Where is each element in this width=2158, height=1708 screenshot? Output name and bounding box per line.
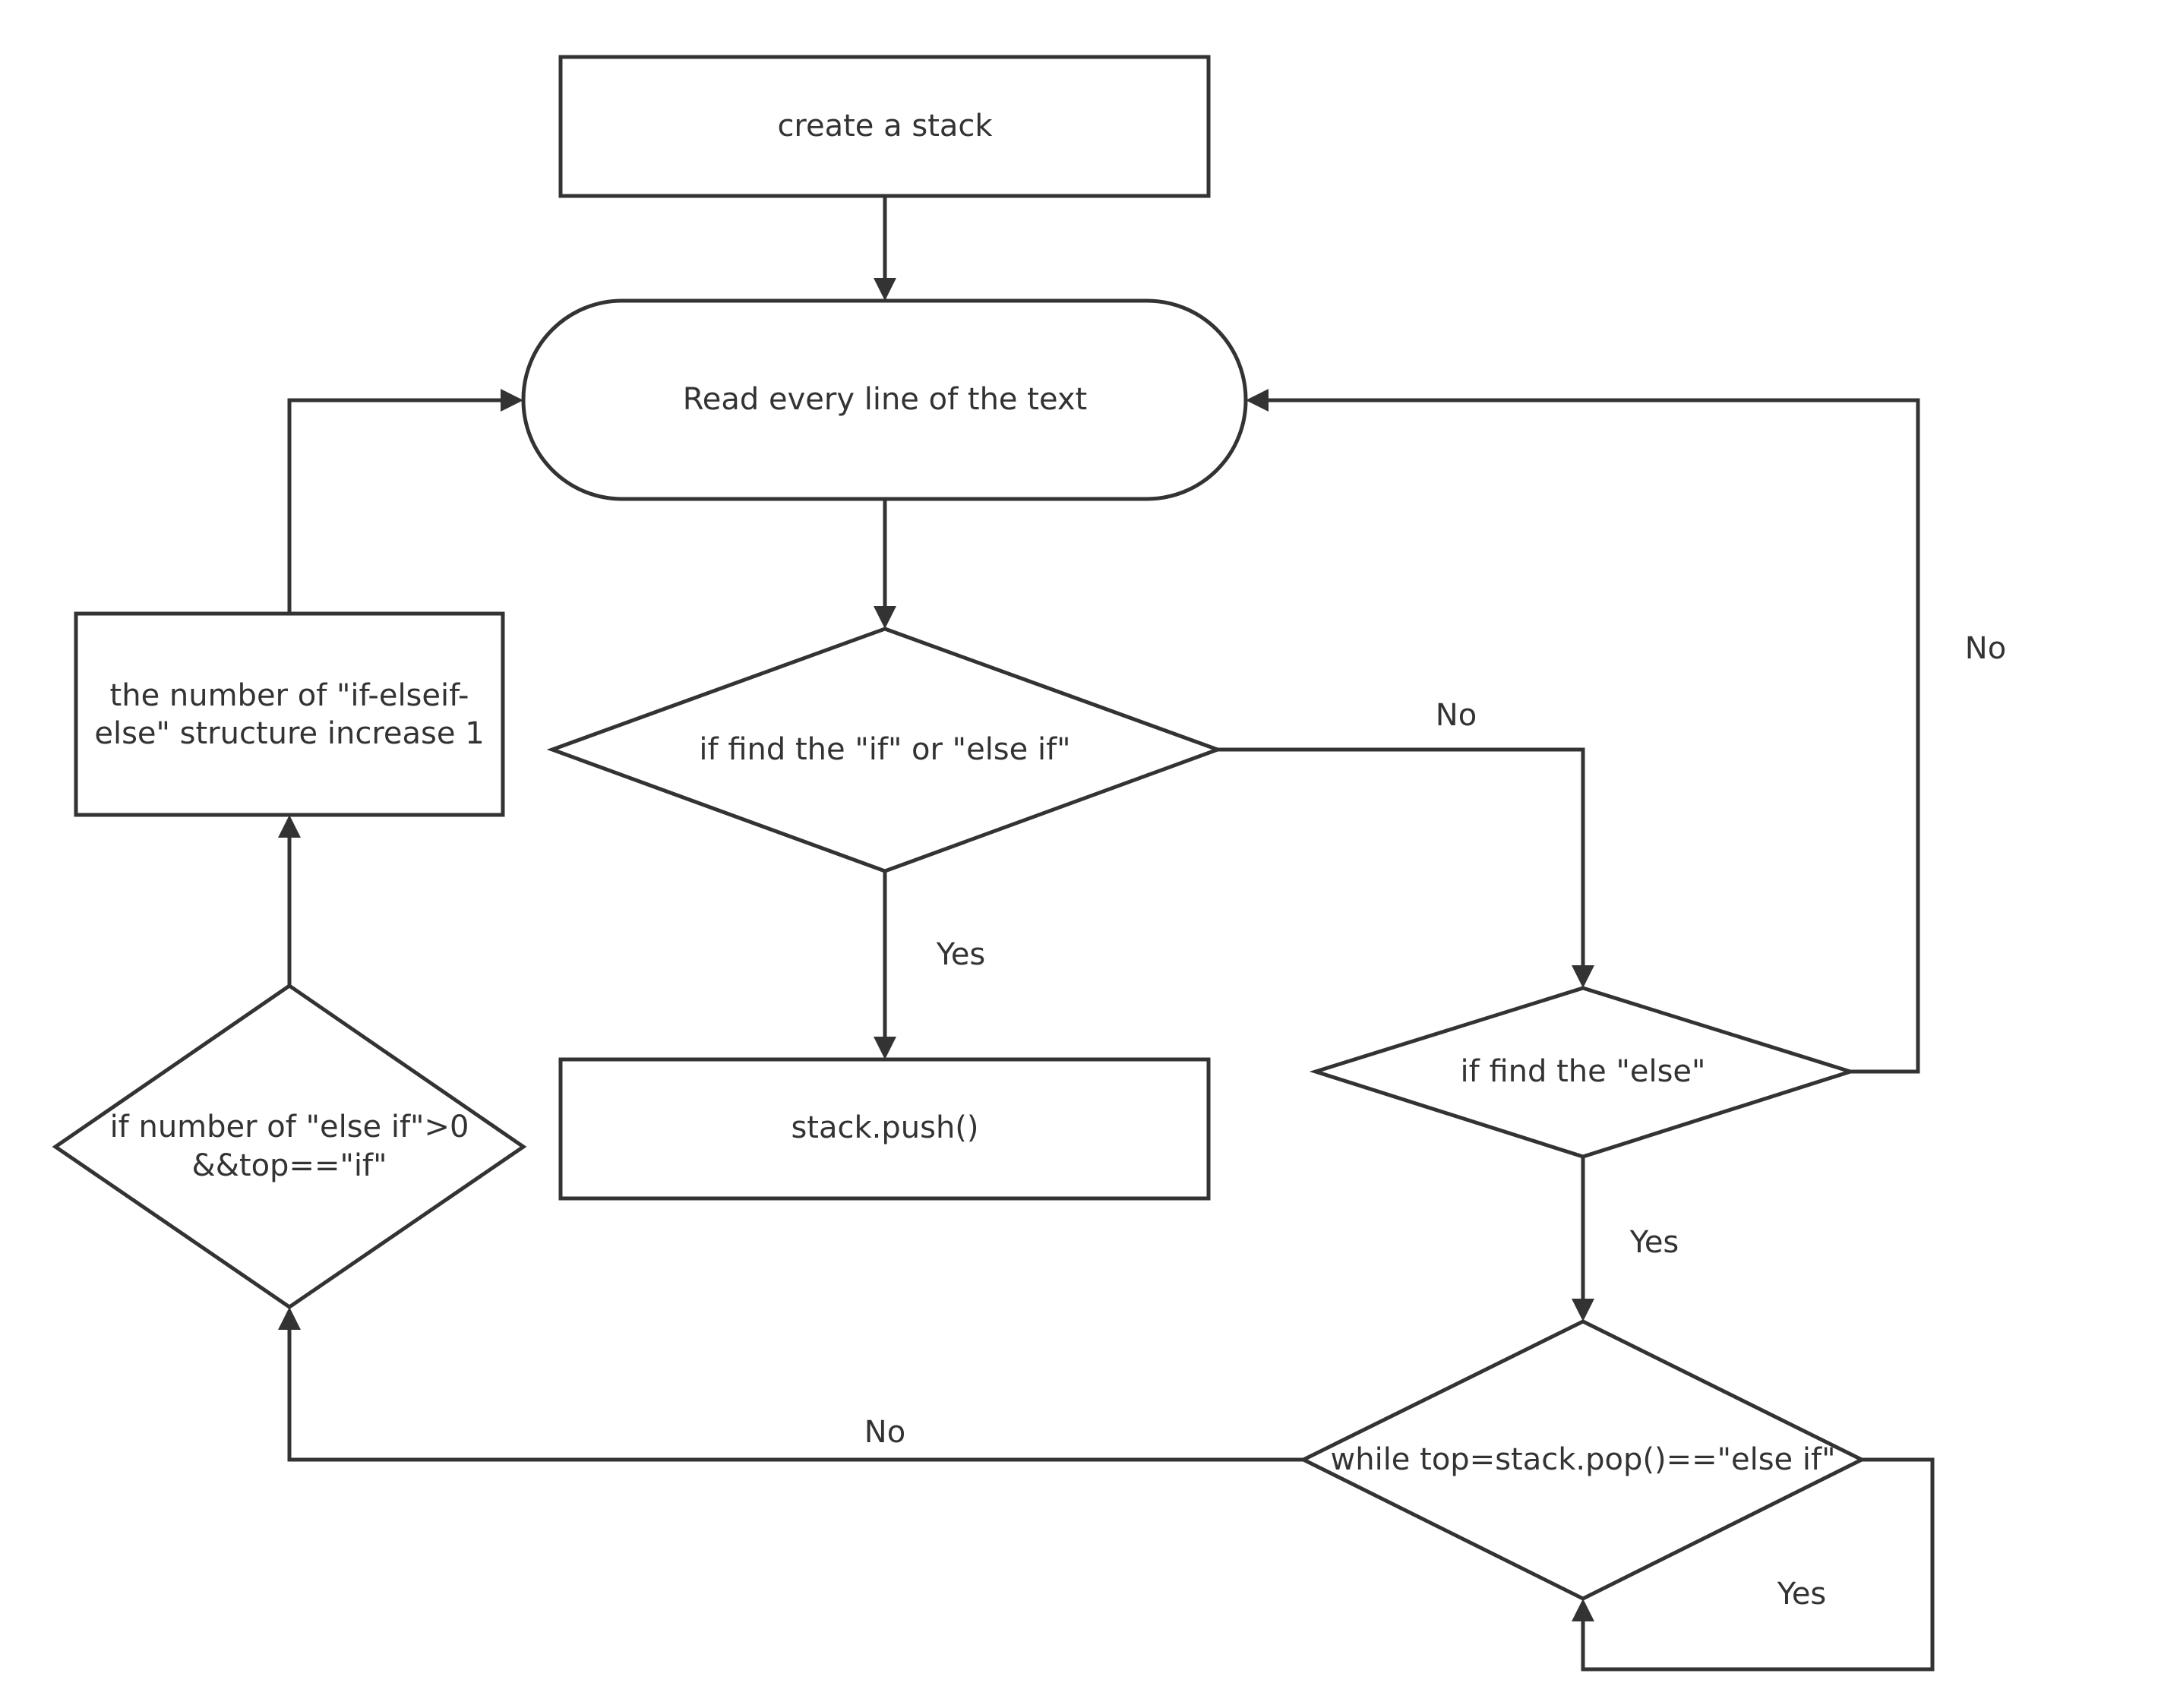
node-increase-label-line1: the number of "if-elseif- (110, 678, 469, 713)
node-find-else-label: if find the "else" (1461, 1054, 1706, 1089)
edge-find-if-no (1218, 747, 1594, 988)
node-while-pop-label: while top=stack.pop()=="else if" (1331, 1442, 1836, 1477)
node-push-label: stack.push() (791, 1110, 978, 1145)
node-increase-label-line2: else" structure increase 1 (94, 716, 484, 751)
node-while-pop: while top=stack.pop()=="else if" (1299, 1319, 1866, 1601)
node-create-stack: create a stack (558, 55, 1211, 198)
node-check-count: if number of "else if">0 &&top=="if" (52, 983, 527, 1310)
edge-find-else-yes (1572, 1157, 1594, 1321)
node-find-if: if find the "if" or "else if" (546, 627, 1224, 873)
edge-check-to-increase (278, 815, 301, 986)
edge-find-else-no (1246, 389, 1920, 1074)
node-increase: the number of "if-elseif- else" structur… (74, 611, 505, 817)
node-find-if-label: if find the "if" or "else if" (699, 732, 1070, 767)
node-check-count-label-line1: if number of "else if">0 (110, 1110, 469, 1144)
edge-create-to-read (874, 196, 896, 301)
edge-read-to-find-if (874, 499, 896, 629)
node-find-else: if find the "else" (1309, 986, 1857, 1159)
edge-label-find-else-yes: Yes (1629, 1225, 1679, 1260)
node-push: stack.push() (558, 1057, 1211, 1201)
edge-find-if-yes (874, 871, 896, 1059)
node-read-lines: Read every line of the text (521, 298, 1248, 501)
edge-label-find-else-no: No (1965, 631, 2006, 666)
edge-label-while-yes: Yes (1777, 1577, 1827, 1612)
edge-increase-to-read (287, 389, 523, 614)
edge-label-while-no: No (864, 1415, 905, 1450)
edge-label-find-if-no: No (1436, 698, 1477, 733)
edge-label-find-if-yes: Yes (936, 937, 986, 972)
node-read-lines-label: Read every line of the text (683, 382, 1087, 417)
node-check-count-label-line2: &&top=="if" (192, 1148, 387, 1183)
edge-while-no (278, 1307, 1303, 1462)
node-create-stack-label: create a stack (777, 109, 993, 144)
edge-while-yes (1572, 1457, 1935, 1672)
